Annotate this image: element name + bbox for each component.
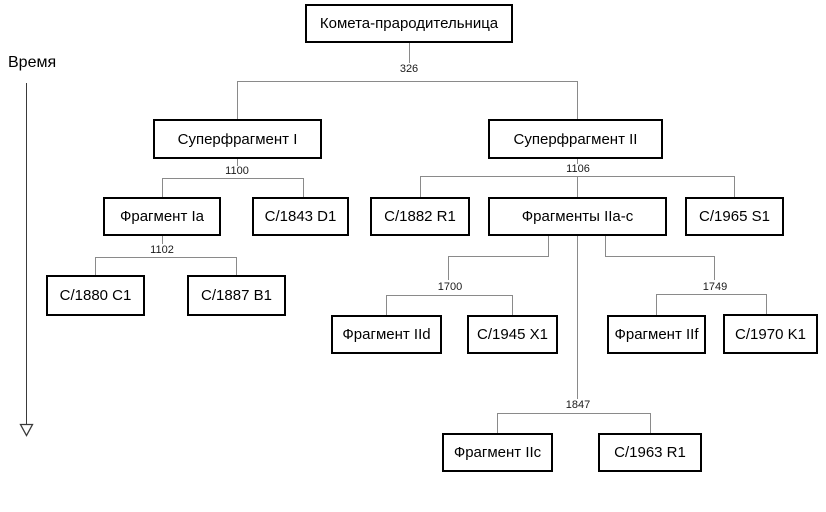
connector-line — [448, 256, 549, 257]
connector-line — [766, 294, 767, 315]
connector-line — [162, 178, 304, 179]
connector-line — [303, 178, 304, 197]
time-arrow-line — [26, 83, 27, 424]
node-parent-comet: Комета-прародительница — [305, 4, 513, 43]
connector-line — [95, 257, 96, 275]
node-c1887-b1: C/1887 B1 — [187, 275, 286, 316]
connector-line — [236, 257, 237, 275]
connector-line — [734, 176, 735, 197]
node-fragment-iif: Фрагмент IIf — [607, 315, 706, 354]
connector-line — [386, 295, 387, 315]
node-c1882-r1: C/1882 R1 — [370, 197, 470, 236]
connector-line — [548, 236, 549, 257]
connector-line — [512, 295, 513, 315]
connector-line — [497, 413, 498, 433]
connector-line — [237, 81, 578, 82]
node-c1945-x1: C/1945 X1 — [467, 315, 558, 354]
node-c1965-s1: C/1965 S1 — [685, 197, 784, 236]
node-c1963-r1: C/1963 R1 — [598, 433, 702, 472]
node-fragment-iid: Фрагмент IId — [331, 315, 442, 354]
connector-line — [162, 236, 163, 244]
connector-line — [448, 256, 449, 280]
connector-line — [605, 236, 606, 257]
connector-line — [605, 256, 715, 257]
node-c1880-c1: C/1880 C1 — [46, 275, 145, 316]
connector-line — [162, 178, 163, 197]
node-c1843-d1: C/1843 D1 — [252, 197, 349, 236]
split-year-1749: 1749 — [700, 281, 730, 293]
connector-line — [497, 413, 651, 414]
split-year-1100: 1100 — [223, 165, 251, 177]
connector-line — [95, 257, 237, 258]
split-year-1106: 1106 — [564, 163, 592, 175]
connector-line — [577, 159, 578, 165]
arrow-down-icon — [19, 423, 34, 437]
time-axis-label: Время — [8, 54, 57, 71]
split-year-1700: 1700 — [435, 281, 465, 293]
connector-line — [577, 176, 578, 197]
node-fragment-iic: Фрагмент IIc — [442, 433, 553, 472]
split-year-1847: 1847 — [563, 399, 593, 411]
node-fragments-iia-c: Фрагменты IIa-c — [488, 197, 667, 236]
connector-line — [714, 256, 715, 280]
connector-line — [420, 176, 421, 197]
connector-line — [237, 81, 238, 119]
node-superfragment-i: Суперфрагмент I — [153, 119, 322, 159]
connector-line — [577, 236, 578, 399]
node-c1970-k1: C/1970 K1 — [723, 314, 818, 354]
split-year-326: 326 — [397, 63, 421, 75]
connector-line — [656, 294, 657, 315]
connector-line — [577, 81, 578, 119]
connector-line — [650, 413, 651, 433]
connector-line — [386, 295, 513, 296]
connector-line — [237, 159, 238, 166]
split-year-1102: 1102 — [148, 244, 176, 256]
node-superfragment-ii: Суперфрагмент II — [488, 119, 663, 159]
connector-line — [409, 43, 410, 63]
node-fragment-ia: Фрагмент Ia — [103, 197, 221, 236]
connector-line — [656, 294, 767, 295]
